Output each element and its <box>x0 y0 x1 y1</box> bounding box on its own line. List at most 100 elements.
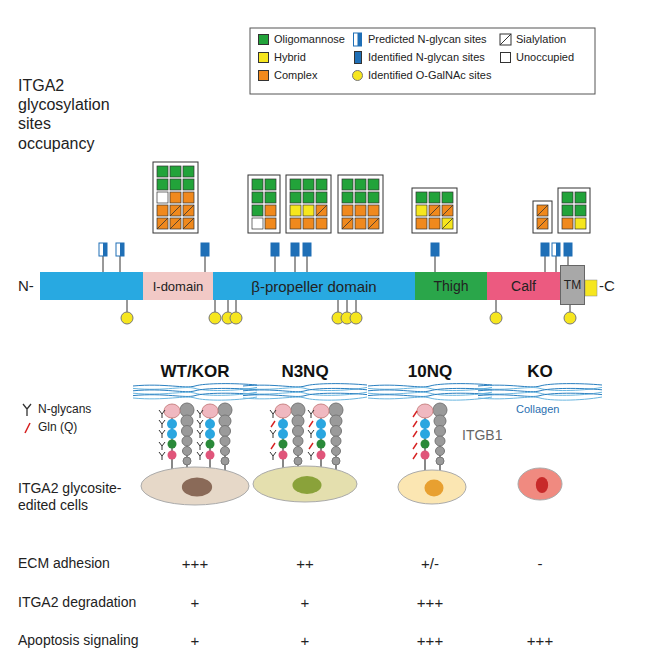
collagen-fiber <box>368 397 492 400</box>
legend-sample <box>23 404 31 416</box>
legend-text: Predicted N-glycan sites <box>368 33 487 46</box>
site-stem <box>228 300 229 312</box>
n-glycan-symbol <box>308 452 314 460</box>
panel-title: ITGA2 glycosylation sites occupancy <box>18 76 123 153</box>
i-domain-shape <box>313 404 329 418</box>
glycan-cell <box>170 192 181 203</box>
gln-mark <box>309 443 313 449</box>
propeller-shape <box>167 429 177 439</box>
domain-label: Thigh <box>433 278 468 294</box>
text-label: N3NQ <box>281 362 328 382</box>
glycan-cell <box>562 192 573 203</box>
itgb1-domain <box>332 447 341 456</box>
collagen-fiber <box>133 384 257 387</box>
glycan-cell <box>265 205 276 216</box>
site-stem <box>120 256 121 272</box>
domain-box: TM <box>560 265 585 305</box>
n-glycan-symbol <box>270 430 276 438</box>
itgb1-domain <box>183 447 192 456</box>
o-glycan-marker <box>230 312 242 324</box>
glycan-cell <box>316 218 327 229</box>
legend-text: Gln (Q) <box>38 420 77 434</box>
legend-text: N-glycans <box>38 402 91 416</box>
glycan-cell <box>316 205 327 216</box>
glycan-cell <box>368 218 379 229</box>
sialylation-mark <box>183 205 194 216</box>
glycan-cell <box>355 205 366 216</box>
itgb1-domain <box>294 457 302 465</box>
site-marker <box>556 243 560 256</box>
o-glycan-marker <box>209 312 221 324</box>
glycan-cell <box>575 218 586 229</box>
propeller-shape <box>167 419 177 429</box>
glycan-cell <box>170 166 181 177</box>
text-label: + <box>191 632 200 650</box>
collagen-fiber <box>368 384 492 387</box>
legend-text: Hybrid <box>274 51 306 64</box>
sialylation-mark <box>429 205 440 216</box>
site-marker <box>271 243 279 256</box>
collagen-fiber <box>133 397 257 400</box>
glycan-cell <box>429 205 440 216</box>
collagen-fiber <box>478 388 602 391</box>
sialylation-mark <box>368 218 379 229</box>
thigh-shape <box>421 440 430 449</box>
legend-swatch <box>258 52 269 63</box>
propeller-shape <box>420 429 430 439</box>
i-domain-shape <box>275 404 291 418</box>
site-stem <box>215 300 216 312</box>
legend-text: Oligomannose <box>274 33 345 46</box>
sialylation-mark <box>170 218 181 229</box>
site-marker <box>431 243 439 256</box>
glycan-cell <box>290 192 301 203</box>
site-marker <box>201 243 209 256</box>
site-stem <box>127 300 128 312</box>
glycan-cell <box>303 218 314 229</box>
glycan-cell <box>429 218 440 229</box>
grid-frame <box>286 175 331 233</box>
n-glycan-symbol <box>197 442 203 450</box>
glycan-cell <box>537 218 548 229</box>
site-marker <box>103 243 107 256</box>
nucleus <box>424 480 443 497</box>
itgb1-domain <box>294 447 303 456</box>
n-glycan-symbol <box>159 452 165 460</box>
i-domain-shape <box>202 404 218 418</box>
itgb1-domain <box>182 436 192 446</box>
glycan-cell <box>368 205 379 216</box>
itgb1-domain <box>220 436 230 446</box>
n-glycan-symbol <box>308 430 314 438</box>
domain-box: Thigh <box>415 272 487 300</box>
glycan-cell <box>355 192 366 203</box>
glycan-cell <box>342 205 353 216</box>
collagen-fiber <box>478 393 602 396</box>
gln-mark <box>271 443 275 449</box>
text-label: +++ <box>527 632 553 650</box>
glycan-cell <box>265 192 276 203</box>
gln-mark <box>413 443 417 449</box>
glycan-cell <box>183 205 194 216</box>
site-stem <box>236 300 237 312</box>
sialylation-mark <box>157 218 168 229</box>
n-glycan-symbol <box>197 430 203 438</box>
site-marker <box>291 243 299 256</box>
gln-mark <box>413 431 417 437</box>
collagen-fiber <box>133 393 257 396</box>
cytoplasmic-tail <box>585 280 597 296</box>
domain-box: I-domain <box>143 272 213 300</box>
collagen-fiber <box>368 393 492 396</box>
n-glycan-symbol <box>159 410 165 418</box>
glycan-cell <box>252 179 263 190</box>
itgb1-domain <box>293 436 303 446</box>
glycan-cell <box>316 192 327 203</box>
legend-text: Unoccupied <box>516 51 574 64</box>
glycan-cell <box>157 179 168 190</box>
glycan-sites <box>99 243 576 324</box>
collagen-fiber <box>368 388 492 391</box>
gln-mark <box>309 421 313 427</box>
itgb1-domain <box>435 426 446 437</box>
glycan-cell <box>316 179 327 190</box>
legend-swatch <box>500 52 511 63</box>
site-marker <box>116 243 124 256</box>
